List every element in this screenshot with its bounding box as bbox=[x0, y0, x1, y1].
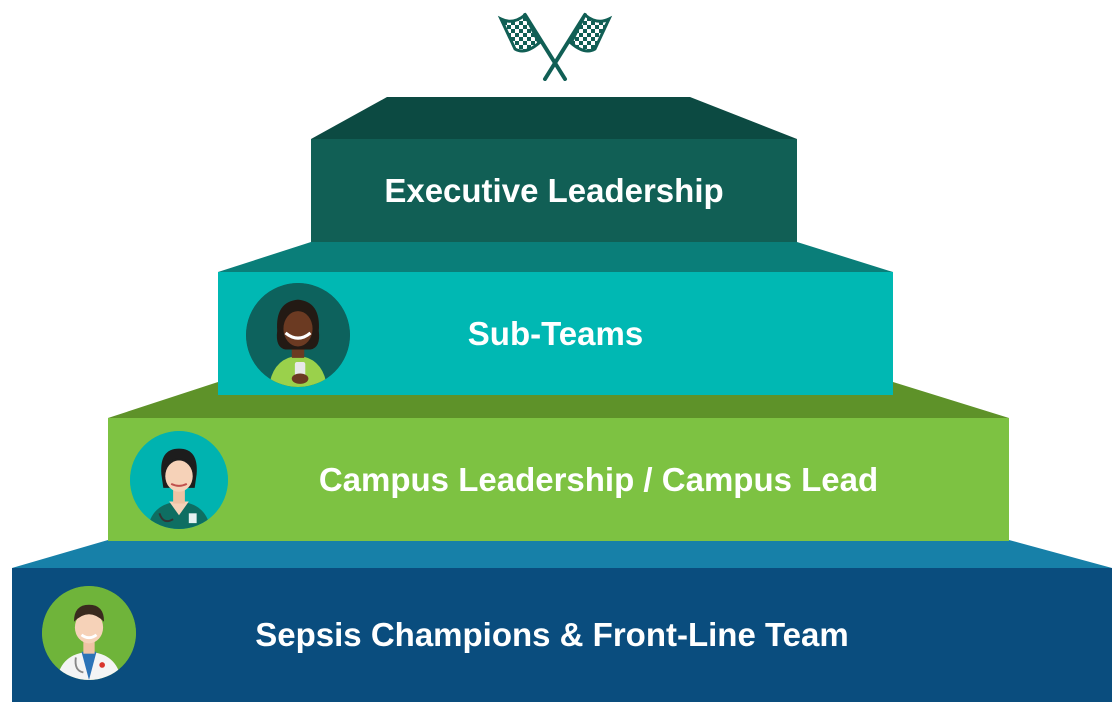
tier-label: Executive Leadership bbox=[384, 171, 724, 209]
tier-label: Sub-Teams bbox=[467, 314, 644, 352]
tier-executive-leadership: Executive Leadership bbox=[311, 139, 797, 242]
woman-with-phone-avatar bbox=[246, 283, 350, 387]
doctor-avatar bbox=[42, 586, 136, 680]
tier-top-champions bbox=[12, 540, 1112, 568]
tier-campus-leadership: Campus Leadership / Campus Lead bbox=[108, 418, 1009, 541]
tier-top-executive bbox=[311, 97, 797, 139]
checkered-flags-icon bbox=[497, 12, 613, 81]
tier-label: Campus Leadership / Campus Lead bbox=[318, 460, 879, 498]
tier-sepsis-champions: Sepsis Champions & Front-Line Team bbox=[12, 568, 1112, 702]
nurse-avatar bbox=[130, 431, 228, 529]
tier-label: Sepsis Champions & Front-Line Team bbox=[255, 616, 849, 653]
tier-top-subteams bbox=[218, 242, 893, 272]
